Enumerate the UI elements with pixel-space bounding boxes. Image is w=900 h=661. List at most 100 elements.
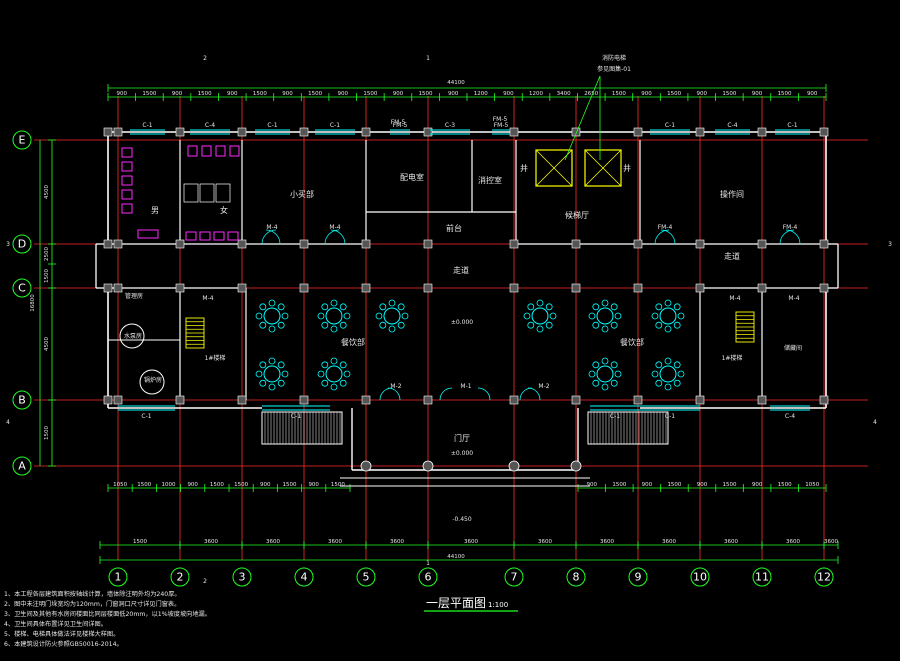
column bbox=[103, 395, 113, 405]
side-mark-right-4: 4 bbox=[873, 419, 877, 426]
dining-chair bbox=[388, 325, 396, 333]
column bbox=[103, 283, 113, 293]
sink-fixture bbox=[137, 229, 159, 239]
drawing-scale: 1:100 bbox=[488, 601, 508, 609]
elevator-x bbox=[584, 149, 622, 187]
mgmt-room-label: 管理房 bbox=[125, 292, 143, 300]
dining-chair bbox=[677, 312, 685, 320]
bottom-low-right-label: 1500 bbox=[612, 482, 626, 488]
stair-right-label: 1#楼梯 bbox=[722, 354, 743, 362]
dining-chair bbox=[601, 383, 609, 391]
axis-bubble-10 bbox=[690, 567, 710, 587]
bottom-span-label: 3600 bbox=[538, 539, 552, 545]
door-tag: M-2 bbox=[538, 383, 549, 390]
window-tag-bottom: C-1 bbox=[141, 413, 151, 420]
column bbox=[113, 283, 123, 293]
axis-letter-A: A bbox=[18, 460, 26, 473]
axis-letter-D: D bbox=[18, 238, 26, 251]
dining-chair bbox=[588, 370, 596, 378]
door-swing bbox=[387, 387, 401, 401]
column bbox=[819, 239, 829, 249]
axis-bubble-1 bbox=[108, 567, 128, 587]
top-seg-label: 1500 bbox=[308, 91, 322, 97]
water-tank bbox=[119, 323, 145, 349]
window-tag-bottom: C-1 bbox=[610, 413, 620, 420]
dining-table bbox=[659, 365, 677, 383]
window-tag-top: FM-5 bbox=[494, 122, 509, 129]
column bbox=[175, 127, 185, 137]
column bbox=[819, 127, 829, 137]
window-tag-bottom: C-4 bbox=[785, 413, 795, 420]
top-seg-label: 900 bbox=[448, 91, 459, 97]
dining-chair bbox=[655, 379, 663, 387]
top-seg-label: 900 bbox=[227, 91, 238, 97]
dining-chair bbox=[321, 361, 329, 369]
top-seg-label: 1500 bbox=[198, 91, 212, 97]
stair-left-label: 1#楼梯 bbox=[205, 354, 226, 362]
window-tag-top: C-4 bbox=[727, 122, 737, 129]
dining-chair bbox=[255, 312, 263, 320]
axis-letter-B: B bbox=[18, 394, 26, 407]
column bbox=[299, 283, 309, 293]
dining-chair bbox=[317, 312, 325, 320]
dining-chair bbox=[268, 325, 276, 333]
door-swing-corridor bbox=[261, 229, 277, 245]
dining-chair bbox=[655, 361, 663, 369]
axis-bubble-A bbox=[12, 456, 32, 476]
dining-chair bbox=[330, 383, 338, 391]
dining-chair bbox=[388, 299, 396, 307]
top-seg-label: 1200 bbox=[474, 91, 488, 97]
bottom-low-right-label: 900 bbox=[587, 482, 598, 488]
side-mark-right-3: 3 bbox=[888, 241, 892, 248]
dining-chair bbox=[330, 357, 338, 365]
dining-table bbox=[263, 307, 281, 325]
axis-bubble-D bbox=[12, 234, 32, 254]
window-tag-top: C-1 bbox=[787, 122, 797, 129]
dining-chair bbox=[330, 325, 338, 333]
dining-chair bbox=[651, 312, 659, 320]
dining-chair bbox=[601, 299, 609, 307]
bottom-low-right-label: 900 bbox=[642, 482, 653, 488]
axis-bubble-7 bbox=[504, 567, 524, 587]
bottom-mark-2: 2 bbox=[203, 578, 207, 585]
top-seg-label: 1500 bbox=[722, 91, 736, 97]
toilet-fixture bbox=[121, 175, 133, 186]
axis-bubble-11 bbox=[752, 567, 772, 587]
top-seg-label: 900 bbox=[503, 91, 514, 97]
column bbox=[571, 239, 581, 249]
column bbox=[175, 395, 185, 405]
dining-chair bbox=[527, 303, 535, 311]
dining-chair bbox=[277, 361, 285, 369]
bottom-span-label: 3600 bbox=[724, 539, 738, 545]
column bbox=[509, 127, 519, 137]
top-seg-label: 1500 bbox=[363, 91, 377, 97]
bottom-span-label: 3600 bbox=[662, 539, 676, 545]
axis-bubble-4 bbox=[294, 567, 314, 587]
door-swing-corridor bbox=[265, 229, 281, 245]
top-seg-label: 1500 bbox=[778, 91, 792, 97]
dining-chair bbox=[673, 379, 681, 387]
dining-table bbox=[596, 307, 614, 325]
general-notes: 1、本工程各层建筑面积按轴线计算，墙体除注明外均为240厚。 2、图中未注明门垛… bbox=[4, 590, 211, 648]
top-seg-label: 1200 bbox=[529, 91, 543, 97]
dining-chair bbox=[268, 357, 276, 365]
axis-number-9: 9 bbox=[635, 571, 642, 584]
axis-bubble-C bbox=[12, 278, 32, 298]
dining-chair bbox=[523, 312, 531, 320]
callout-line2: 参见图集-01 bbox=[597, 65, 631, 73]
dining-chair bbox=[343, 312, 351, 320]
top-seg-label: 900 bbox=[172, 91, 183, 97]
axis-letter-C: C bbox=[18, 282, 26, 295]
door-tag: M-4 bbox=[329, 224, 340, 231]
bottom-low-right-label: 1500 bbox=[667, 482, 681, 488]
column bbox=[361, 395, 371, 405]
toilet-stall bbox=[215, 183, 231, 203]
dining-chair bbox=[610, 379, 618, 387]
dining-chair bbox=[339, 361, 347, 369]
elevation-mark-dining: ±0.000 bbox=[451, 319, 473, 326]
toilet-fixture bbox=[121, 203, 133, 214]
dining-chair bbox=[592, 361, 600, 369]
corridor-right-label: 走道 bbox=[724, 251, 740, 261]
note-5: 5、楼梯、电梯具体做法详见楼梯大样图。 bbox=[4, 630, 119, 638]
room-women-label: 女 bbox=[220, 205, 228, 215]
